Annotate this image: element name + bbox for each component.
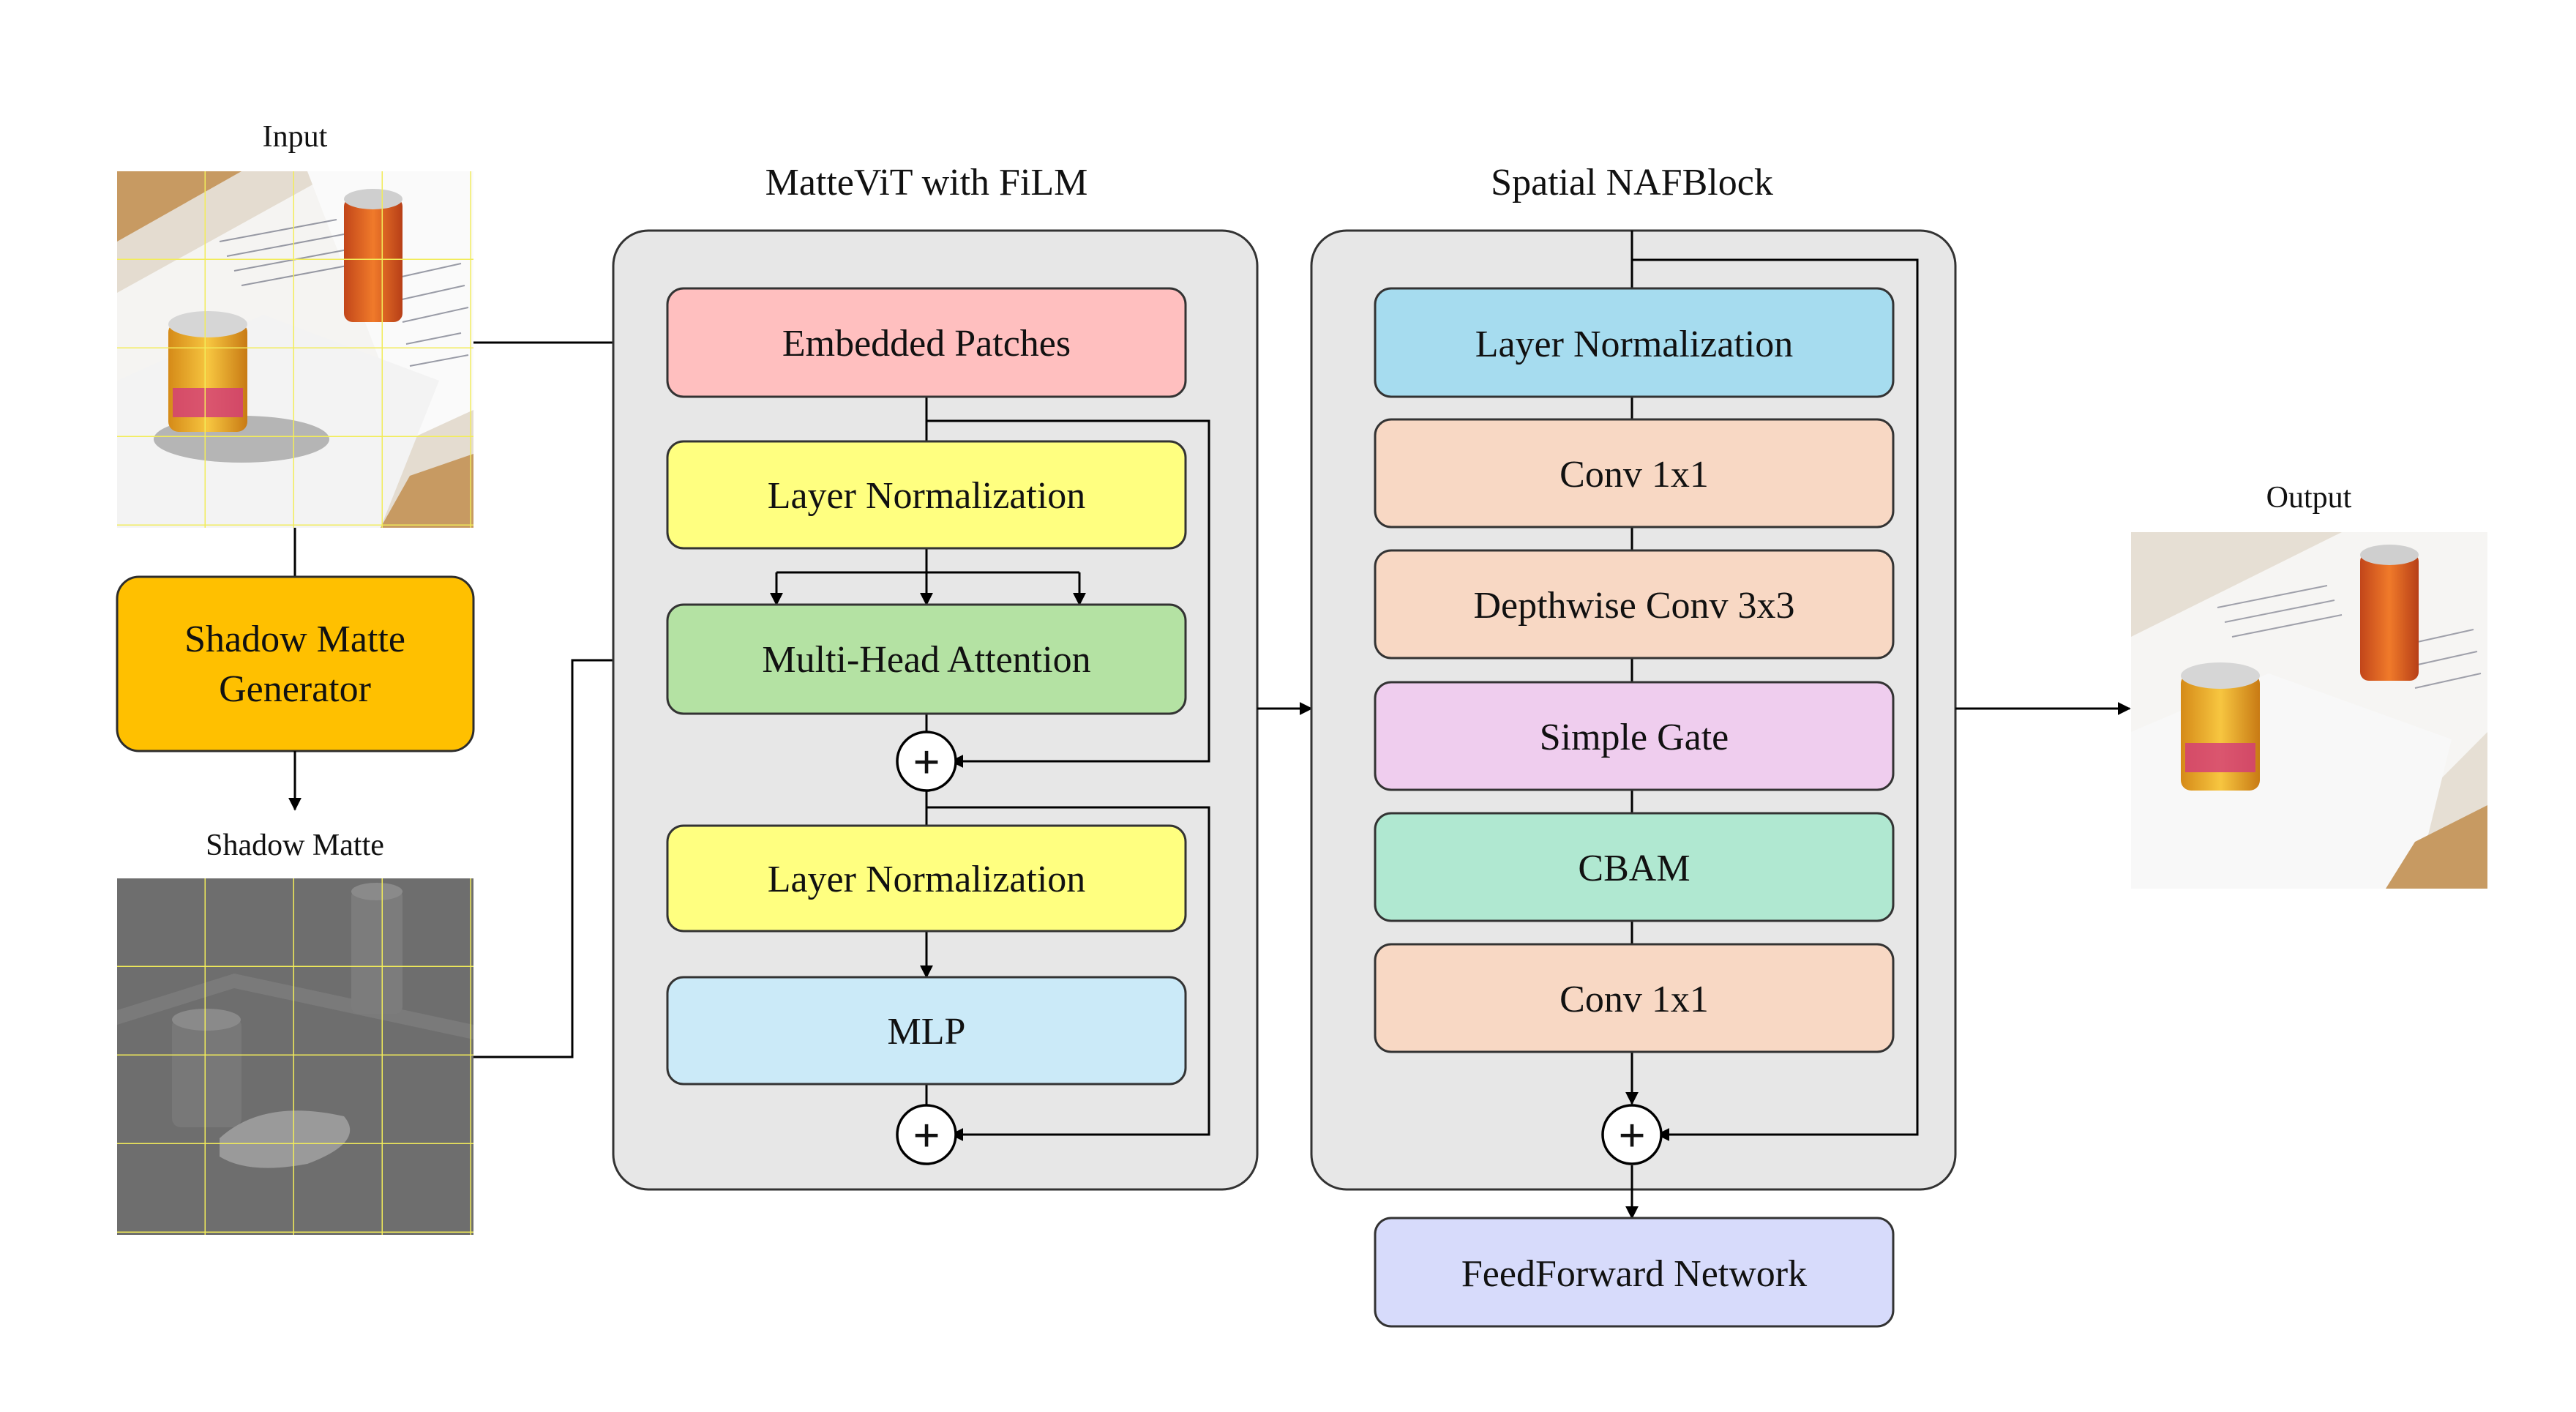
vit-block-embedded-patches — [666, 287, 1187, 398]
shadow-matte-generator — [116, 575, 475, 752]
input-label: Input — [263, 120, 328, 154]
output-image — [2131, 532, 2487, 889]
naf-block-cbam-label: CBAM — [1578, 848, 1690, 889]
naf-block-depthwise-conv — [1374, 549, 1895, 660]
vit-residual-2-path — [926, 806, 1210, 1141]
vit-block-embedded-patches-label: Embedded Patches — [782, 323, 1071, 365]
naf-block-simple-gate-label: Simple Gate — [1540, 717, 1729, 758]
vit-block-layer-norm-2 — [666, 824, 1187, 933]
input-image — [117, 171, 473, 528]
naf-block-simple-gate — [1374, 681, 1895, 791]
naf-skip-path — [1632, 258, 1919, 1141]
naf-block-cbam — [1374, 812, 1895, 922]
naf-block-conv1x1-b-label: Conv 1x1 — [1560, 979, 1709, 1020]
vit-block-mlp — [666, 976, 1187, 1086]
generator-label-line1: Shadow Matte — [184, 619, 405, 660]
vit-residual-1-path — [926, 419, 1210, 768]
output-label: Output — [2266, 481, 2352, 515]
naf-block-conv1x1-b — [1374, 943, 1895, 1053]
vit-title: MatteViT with FiLM — [765, 162, 1088, 203]
vit-block-layer-norm-1 — [666, 440, 1187, 550]
shadow-matte-image — [117, 878, 473, 1235]
shadow-matte-label: Shadow Matte — [206, 829, 384, 862]
vit-block-layer-norm-1-label: Layer Normalization — [768, 475, 1086, 517]
naf-title: Spatial NAFBlock — [1491, 162, 1773, 203]
vit-block-mlp-label: MLP — [888, 1011, 966, 1053]
naf-block-conv1x1-a — [1374, 418, 1895, 528]
vit-residual-add-2-symbol: + — [913, 1109, 940, 1162]
generator-label-line2: Generator — [219, 668, 371, 710]
naf-block-depthwise-conv-label: Depthwise Conv 3x3 — [1473, 585, 1794, 627]
naf-block-layer-norm — [1374, 287, 1895, 398]
feedforward-network-label: FeedForward Network — [1461, 1253, 1807, 1295]
vit-residual-add-1 — [896, 731, 957, 792]
naf-block-layer-norm-label: Layer Normalization — [1475, 324, 1794, 365]
naf-block-conv1x1-a-label: Conv 1x1 — [1560, 454, 1709, 496]
naf-residual-add — [1601, 1104, 1663, 1165]
vit-residual-add-2 — [896, 1104, 957, 1165]
vit-residual-add-1-symbol: + — [913, 736, 940, 789]
feedforward-network-block — [1374, 1217, 1895, 1328]
vit-block-multi-head-attention — [666, 603, 1187, 715]
vit-block-layer-norm-2-label: Layer Normalization — [768, 859, 1086, 900]
vit-block-multi-head-attention-label: Multi-Head Attention — [762, 639, 1090, 681]
naf-residual-add-symbol: + — [1618, 1109, 1646, 1162]
